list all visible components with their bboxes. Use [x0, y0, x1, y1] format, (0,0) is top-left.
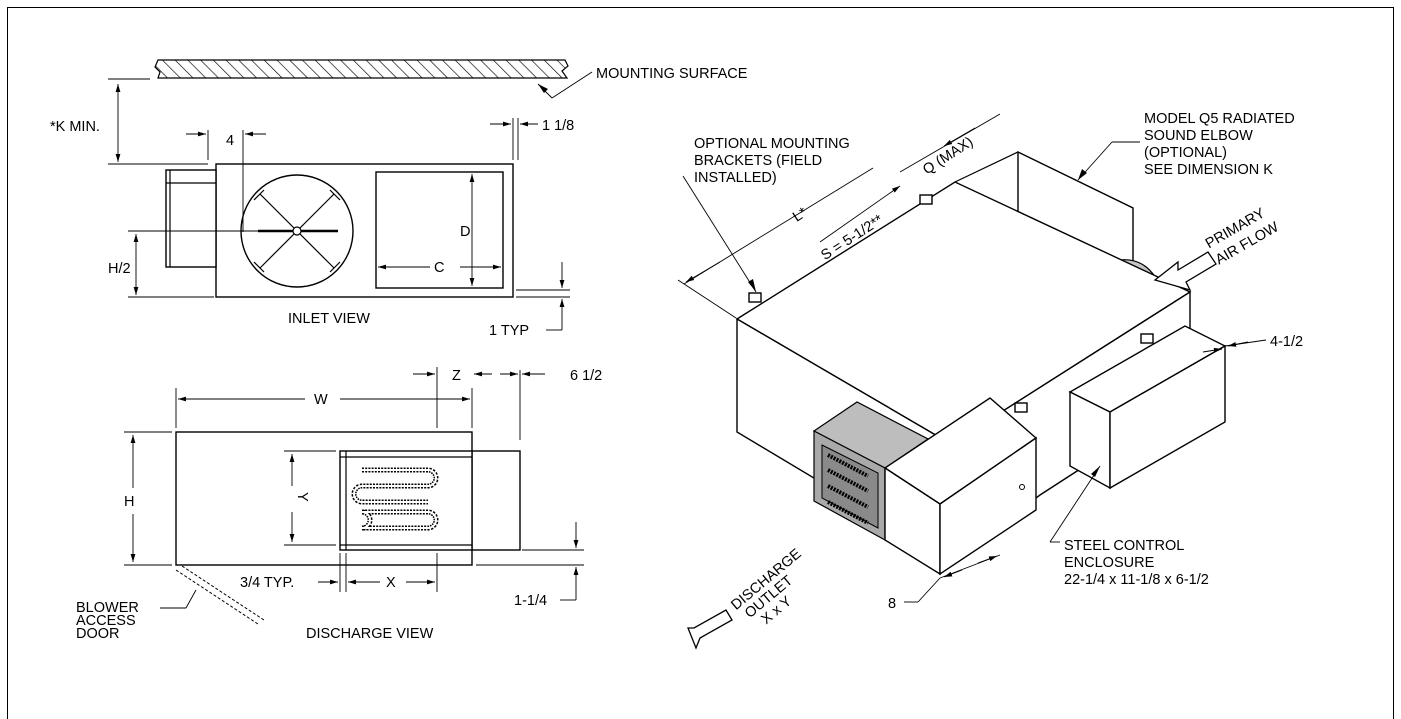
dim-1-1-8-label: 1 1/8 — [542, 118, 574, 134]
inlet-access-panel — [375, 171, 504, 289]
dim-d-label: D — [460, 224, 470, 240]
dim-4-1-2-label: 4-1/2 — [1270, 334, 1303, 350]
dim-1-1-4-label: 1-1/4 — [514, 593, 547, 609]
dim-x-label: X — [386, 575, 396, 591]
discharge-view-title: DISCHARGE VIEW — [306, 626, 434, 642]
iso-discharge-outlet — [812, 397, 1038, 576]
mounting-surface — [108, 59, 593, 99]
inlet-view: MOUNTING SURFACE *K MIN. 4 — [50, 59, 748, 339]
opt-mount-label-2: BRACKETS (FIELD — [694, 153, 822, 169]
dim-l-label: L* — [790, 204, 811, 225]
q5-label-1: MODEL Q5 RADIATED — [1144, 111, 1295, 127]
steel-label-2: ENCLOSURE — [1064, 555, 1155, 571]
inlet-view-title: INLET VIEW — [288, 311, 370, 327]
mounting-bracket-4 — [1014, 402, 1028, 413]
one-typ-label: 1 TYP — [489, 323, 529, 339]
dim-8-label: 8 — [888, 596, 896, 612]
dim-q-label: Q (MAX) — [920, 134, 976, 178]
three-quarter-typ-label: 3/4 TYP. — [240, 575, 294, 591]
discharge-control-box — [471, 450, 521, 551]
q5-label-3: (OPTIONAL) — [1144, 145, 1227, 161]
steel-control-enclosure — [1068, 325, 1227, 490]
opt-mount-label-1: OPTIONAL MOUNTING — [694, 136, 850, 152]
inlet-collar — [165, 169, 217, 268]
mounting-bracket-1 — [748, 292, 762, 303]
steel-label-1: STEEL CONTROL — [1064, 538, 1184, 554]
dim-h-label: H — [124, 494, 134, 510]
mounting-bracket-3 — [1140, 333, 1154, 344]
opt-mount-label-3: INSTALLED) — [694, 170, 777, 186]
dim-h2-label: H/2 — [108, 261, 131, 277]
drawing-frame — [7, 7, 1394, 719]
inlet-fan — [240, 174, 354, 288]
dim-6-1-2-label: 6 1/2 — [570, 368, 602, 384]
isometric-view: L* S = 5-1/2** Q (MAX) OPTIONAL MOUNTING… — [677, 111, 1303, 650]
mounting-surface-label: MOUNTING SURFACE — [596, 66, 748, 82]
dim-z-label: Z — [452, 368, 461, 384]
steel-label-3: 22-1/4 x 11-1/8 x 6-1/2 — [1064, 572, 1209, 588]
blower-label-2: ACCESS — [76, 613, 136, 629]
q5-label-2: SOUND ELBOW — [1144, 128, 1253, 144]
dim-4-label: 4 — [226, 133, 234, 149]
discharge-heater-coil — [351, 467, 439, 531]
discharge-view: W Z 6 1/2 H Y X 3/4 TYP. — [76, 367, 602, 642]
blower-label-3: DOOR — [76, 626, 120, 642]
blower-label-1: BLOWER — [76, 600, 139, 616]
dim-y-label: Y — [294, 492, 310, 502]
dim-w-label: W — [314, 392, 328, 408]
dim-c-label: C — [434, 260, 444, 276]
discharge-arrow-icon — [687, 609, 733, 650]
mounting-bracket-2 — [919, 194, 933, 205]
primary-airflow-arrow-icon — [1153, 251, 1217, 292]
q5-label-4: SEE DIMENSION K — [1144, 162, 1273, 178]
k-min-label: *K MIN. — [50, 119, 100, 135]
